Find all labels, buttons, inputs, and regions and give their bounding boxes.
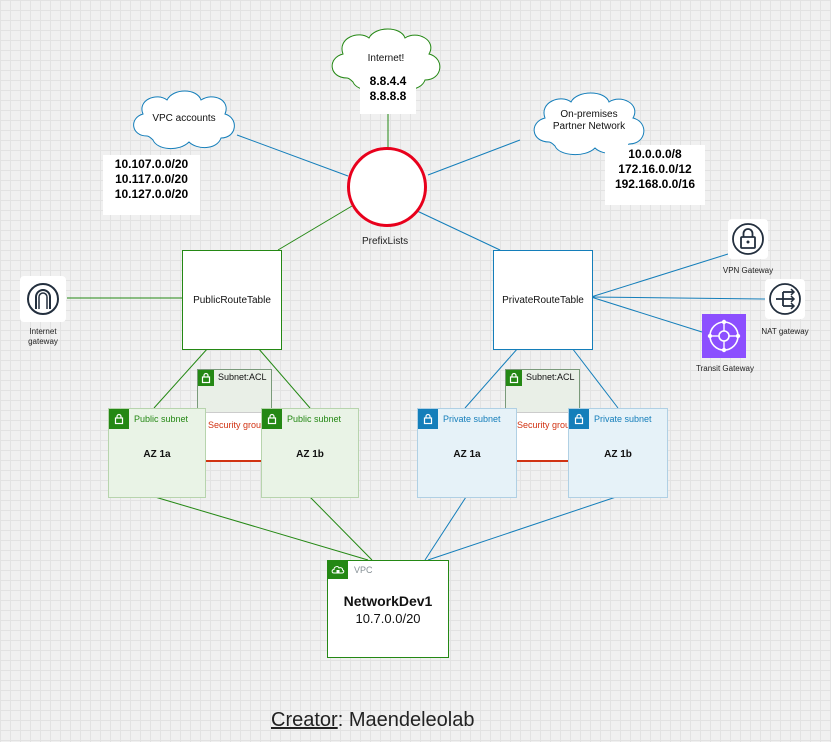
internet-label: Internet!: [367, 53, 405, 64]
subnet-title: Public subnet: [287, 414, 342, 424]
lock-icon: [569, 409, 589, 429]
ip-item: 8.8.8.8: [369, 89, 407, 103]
nat-gateway-icon: [769, 283, 801, 315]
subnet-title: Private subnet: [594, 414, 652, 424]
connector-private-1a-to-vpc: [424, 496, 467, 561]
igw-label-line2: gateway: [28, 337, 58, 346]
public-subnet-acl: Subnet:ACL: [197, 369, 272, 413]
lock-icon: [262, 409, 282, 429]
connector-public-1b-to-vpc: [309, 496, 373, 561]
public-security-group: Security group: [205, 412, 266, 462]
private-route-table-label: PrivateRouteTable: [502, 294, 584, 306]
connector-private-1b-to-vpc: [427, 496, 617, 561]
connector-onprem-to-prefixlists: [427, 139, 521, 176]
prefixlists-label: PrefixLists: [362, 236, 409, 247]
lock-icon: [732, 223, 764, 255]
igw-label-line1: Internet: [29, 327, 57, 336]
internet-gateway-tile: [20, 276, 66, 322]
creator-name: Maendeleolab: [348, 709, 475, 731]
lock-icon: [418, 409, 438, 429]
acl-label: Subnet:ACL: [218, 372, 267, 382]
public-subnet-az1a: Public subnet AZ 1a: [108, 408, 206, 498]
private-subnet-acl: Subnet:ACL: [505, 369, 580, 413]
cloud-shape-icon: [533, 92, 645, 155]
transit-gateway-tile: [702, 314, 746, 358]
security-group-label: Security group: [208, 420, 267, 430]
cidr-item: 172.16.0.0/12: [618, 162, 692, 176]
subnet-az: AZ 1b: [296, 449, 324, 460]
internet-gateway-label: Internet gateway: [14, 327, 72, 347]
creator-label: Creator: [271, 709, 338, 731]
vpn-gateway-tile: [728, 219, 768, 259]
cidr-item: 10.127.0.0/20: [114, 187, 189, 201]
private-route-table: PrivateRouteTable: [493, 250, 593, 350]
creator-separator: :: [337, 709, 344, 731]
subnet-az: AZ 1a: [143, 449, 171, 460]
subnet-title: Public subnet: [134, 414, 189, 424]
onprem-label-line2: Partner Network: [552, 121, 626, 132]
connector-public-1a-to-vpc: [154, 496, 369, 561]
transit-gateway-icon: [707, 319, 741, 353]
cloud-shape-icon: [133, 90, 235, 149]
connector-vpc-accounts-to-prefixlists: [236, 134, 349, 177]
subnet-az: AZ 1a: [453, 449, 481, 460]
cloud-lock-icon: [328, 561, 348, 579]
shield-lock-icon: [198, 370, 214, 386]
connector-prefixlists-to-private-rt: [414, 209, 501, 251]
acl-label: Subnet:ACL: [526, 372, 575, 382]
connector-private-rt-to-transit: [590, 296, 703, 333]
subnet-az: AZ 1b: [604, 449, 632, 460]
connector-public-rt-to-public-1a: [153, 347, 209, 409]
subnet-title: Private subnet: [443, 414, 501, 424]
internet-ip-list: 8.8.4.4 8.8.8.8: [360, 72, 416, 114]
public-subnet-az1b: Public subnet AZ 1b: [261, 408, 359, 498]
creator-credit: Creator: Maendeleolab: [271, 709, 474, 732]
cidr-item: 10.117.0.0/20: [115, 172, 188, 186]
prefixlists-circle: [347, 147, 427, 227]
connector-prefixlists-to-public-rt: [277, 205, 353, 251]
shield-lock-icon: [506, 370, 522, 386]
vpc-box: VPC NetworkDev1 10.7.0.0/20: [327, 560, 449, 658]
onprem-label: On-premises Partner Network: [527, 109, 651, 133]
connector-private-rt-to-private-1b: [571, 347, 619, 409]
nat-gateway-tile: [765, 279, 805, 319]
vpc-accounts-cidr-list: 10.107.0.0/20 10.117.0.0/20 10.127.0.0/2…: [103, 155, 200, 215]
vpc-tag: VPC: [354, 565, 373, 575]
private-security-group: Security group: [514, 412, 575, 462]
transit-gateway-label: Transit Gateway: [696, 364, 754, 373]
vpn-gateway-label: VPN Gateway: [722, 266, 774, 275]
private-subnet-az1b: Private subnet AZ 1b: [568, 408, 668, 498]
ip-item: 8.8.4.4: [369, 74, 407, 88]
private-subnet-az1a: Private subnet AZ 1a: [417, 408, 517, 498]
onprem-label-line1: On-premises: [560, 109, 618, 120]
vpc-name: NetworkDev1: [343, 593, 433, 609]
vpc-accounts-cloud: VPC accounts: [127, 86, 241, 152]
cidr-item: 10.0.0.0/8: [628, 147, 682, 161]
public-route-table-label: PublicRouteTable: [193, 294, 271, 306]
connector-private-rt-to-private-1a: [464, 347, 519, 409]
lock-icon: [109, 409, 129, 429]
security-group-label: Security group: [517, 420, 576, 430]
connector-private-rt-to-vpn: [590, 253, 729, 298]
connector-public-rt-to-public-1b: [257, 347, 311, 409]
vpc-accounts-label: VPC accounts: [152, 113, 216, 124]
cidr-item: 10.107.0.0/20: [114, 157, 189, 171]
nat-gateway-label: NAT gateway: [761, 327, 809, 336]
onprem-cloud: On-premises Partner Network: [527, 90, 651, 158]
public-route-table: PublicRouteTable: [182, 250, 282, 350]
internet-gateway-icon: [27, 283, 59, 315]
connector-private-rt-to-nat: [590, 296, 766, 300]
onprem-cidr-list: 10.0.0.0/8 172.16.0.0/12 192.168.0.0/16: [605, 145, 705, 205]
cidr-item: 192.168.0.0/16: [614, 177, 696, 191]
vpc-cidr: 10.7.0.0/20: [355, 611, 421, 626]
